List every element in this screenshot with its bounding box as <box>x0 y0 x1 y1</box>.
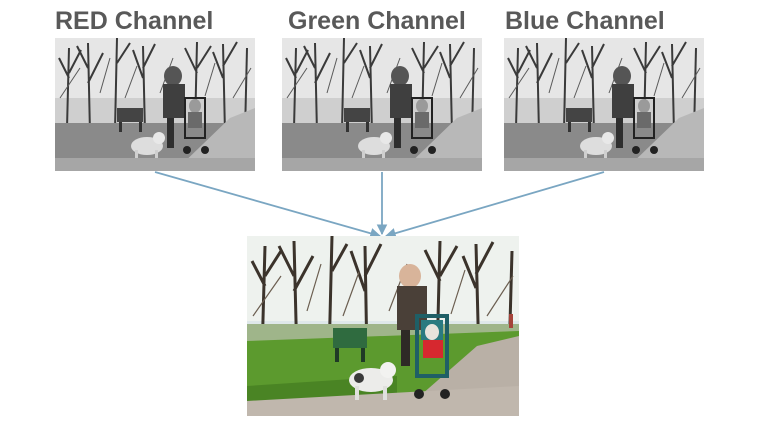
blue-channel-title: Blue Channel <box>505 7 665 35</box>
green-channel-title: Green Channel <box>288 7 466 35</box>
combined-color-image <box>247 236 519 416</box>
red-channel-title: RED Channel <box>55 7 214 35</box>
red-arrow <box>154 171 382 239</box>
blue-arrow <box>384 171 605 239</box>
